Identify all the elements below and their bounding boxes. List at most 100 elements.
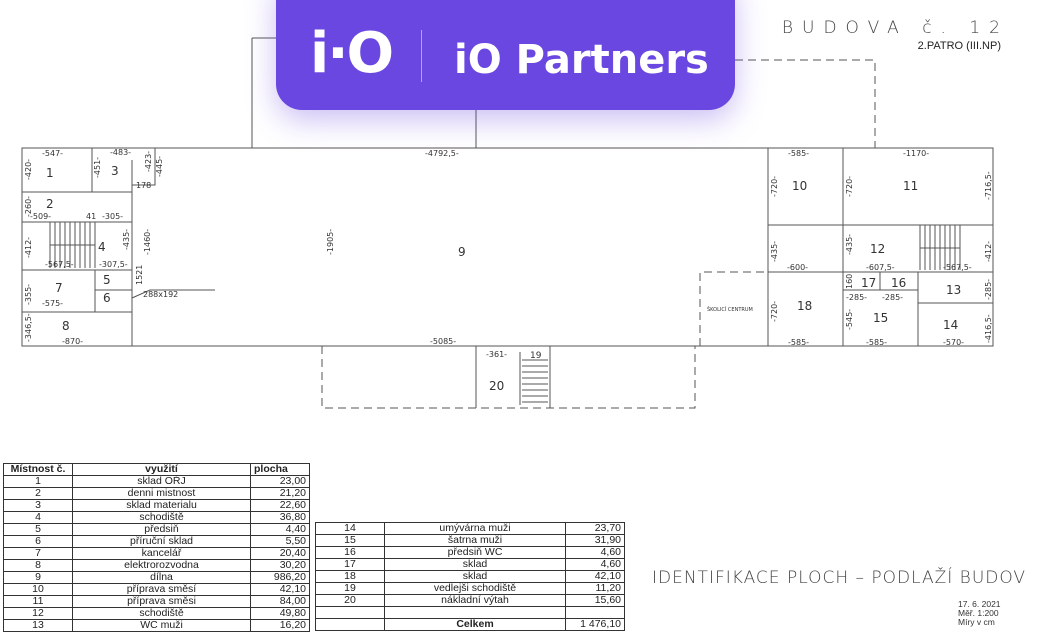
room-number: 10 bbox=[3, 583, 73, 596]
room-number: 4 bbox=[3, 511, 73, 524]
room-number: 3 bbox=[3, 499, 73, 512]
room-label: 16 bbox=[891, 276, 906, 290]
dimension: -435- bbox=[845, 234, 854, 255]
room-label: 19 bbox=[530, 351, 542, 361]
dimension: 178 bbox=[136, 181, 151, 190]
room-area: 21,20 bbox=[250, 487, 310, 500]
room-area: 30,20 bbox=[250, 559, 310, 572]
room-usage: příprava směsi bbox=[72, 595, 251, 608]
title-block: BUDOVA č. 12 2.PATRO (III.NP) bbox=[782, 18, 1009, 52]
room-number: 7 bbox=[3, 547, 73, 560]
dimension: -260- bbox=[24, 196, 33, 217]
total-value: 1 476,10 bbox=[565, 618, 625, 631]
room-usage: sklad bbox=[384, 558, 566, 571]
room-area: 42,10 bbox=[565, 570, 625, 583]
room-area: 4,60 bbox=[565, 546, 625, 559]
room-label: 10 bbox=[792, 179, 807, 193]
skolici-centrum-label: ŠKOLICÍ CENTRUM bbox=[707, 306, 753, 313]
dimension: -545- bbox=[845, 309, 854, 330]
dimension: -420- bbox=[24, 159, 33, 180]
room-label: 17 bbox=[861, 276, 876, 290]
room-usage: nákladní výtah bbox=[384, 594, 566, 607]
floor-plan: 1 2 3 4 5 6 7 8 9 10 11 12 13 14 15 16 1… bbox=[21, 37, 994, 409]
room-number: 20 bbox=[315, 594, 385, 607]
room-usage: příruční sklad bbox=[72, 535, 251, 548]
drawing-date: 17. 6. 2021 bbox=[958, 599, 1001, 609]
room-area: 23,00 bbox=[250, 475, 310, 488]
dimension: -445- bbox=[155, 156, 164, 177]
room-number: 1 bbox=[3, 475, 73, 488]
io-logo-mark: i·O bbox=[310, 21, 394, 86]
room-area: 36,80 bbox=[250, 511, 310, 524]
column-header: Místnost č. bbox=[3, 463, 73, 476]
room-label: 1 bbox=[46, 166, 54, 180]
room-number: 14 bbox=[315, 522, 385, 535]
room-usage: předsiň WC bbox=[384, 546, 566, 559]
dimension: -720- bbox=[770, 176, 779, 197]
building-title: BUDOVA č. 12 bbox=[781, 18, 1009, 38]
room-label: 12 bbox=[870, 242, 885, 256]
dimension: -451- bbox=[93, 157, 102, 178]
brand-name: iO Partners bbox=[454, 37, 709, 83]
dimension: -720- bbox=[845, 176, 854, 197]
room-area: 11,20 bbox=[565, 582, 625, 595]
room-usage: příprava směsí bbox=[72, 583, 251, 596]
dimension: -305- bbox=[102, 212, 123, 221]
logo-divider bbox=[421, 30, 422, 82]
dimension: -585- bbox=[788, 149, 809, 158]
room-usage: sklad OŘJ bbox=[72, 475, 251, 488]
room-label: 2 bbox=[46, 197, 54, 211]
dimension: -285- bbox=[882, 293, 903, 302]
dimension: -547- bbox=[42, 149, 63, 158]
dimension: -412- bbox=[24, 237, 33, 258]
dimension: -567,5- bbox=[45, 260, 74, 269]
drawing-scale: Měř. 1:200 bbox=[958, 608, 999, 618]
dimension: -720- bbox=[770, 301, 779, 322]
room-number: 11 bbox=[3, 595, 73, 608]
room-number: 13 bbox=[3, 619, 73, 632]
floor-label: 2.PATRO (III.NP) bbox=[917, 40, 1001, 52]
room-number: 2 bbox=[3, 487, 73, 500]
room-usage: předsiň bbox=[72, 523, 251, 536]
column-header: plocha bbox=[250, 463, 310, 476]
room-number: 9 bbox=[3, 571, 73, 584]
dimension: -307,5- bbox=[99, 260, 128, 269]
dimension: -416,5- bbox=[984, 314, 993, 343]
room-label: 5 bbox=[103, 273, 111, 287]
dimension: -570- bbox=[943, 338, 964, 347]
room-area: 23,70 bbox=[565, 522, 625, 535]
dimension: -870- bbox=[62, 337, 83, 346]
room-label: 18 bbox=[797, 299, 812, 313]
dimension: 160 bbox=[845, 274, 854, 289]
room-area: 42,10 bbox=[250, 583, 310, 596]
room-usage: schodiště bbox=[72, 607, 251, 620]
room-label: 15 bbox=[873, 311, 888, 325]
room-usage: dílna bbox=[72, 571, 251, 584]
room-usage: denni mistnost bbox=[72, 487, 251, 500]
dimension: -716,5- bbox=[984, 171, 993, 200]
dimension: -285- bbox=[846, 293, 867, 302]
dimension: -567,5- bbox=[943, 263, 972, 272]
drawing-title: IDENTIFIKACE PLOCH – PODLAŽÍ BUDOV bbox=[652, 568, 1027, 588]
room-area: 4,60 bbox=[565, 558, 625, 571]
io-partners-logo-banner: i·O iO Partners bbox=[276, 0, 735, 110]
room-label: 6 bbox=[103, 291, 111, 305]
dimension: -5085- bbox=[430, 337, 456, 346]
room-usage: vedlejši schodiště bbox=[384, 582, 566, 595]
room-label: 11 bbox=[903, 179, 918, 193]
room-number: 5 bbox=[3, 523, 73, 536]
drawing-meta: 17. 6. 2021 Měř. 1:200 Míry v cm bbox=[958, 600, 1001, 627]
room-number: 18 bbox=[315, 570, 385, 583]
